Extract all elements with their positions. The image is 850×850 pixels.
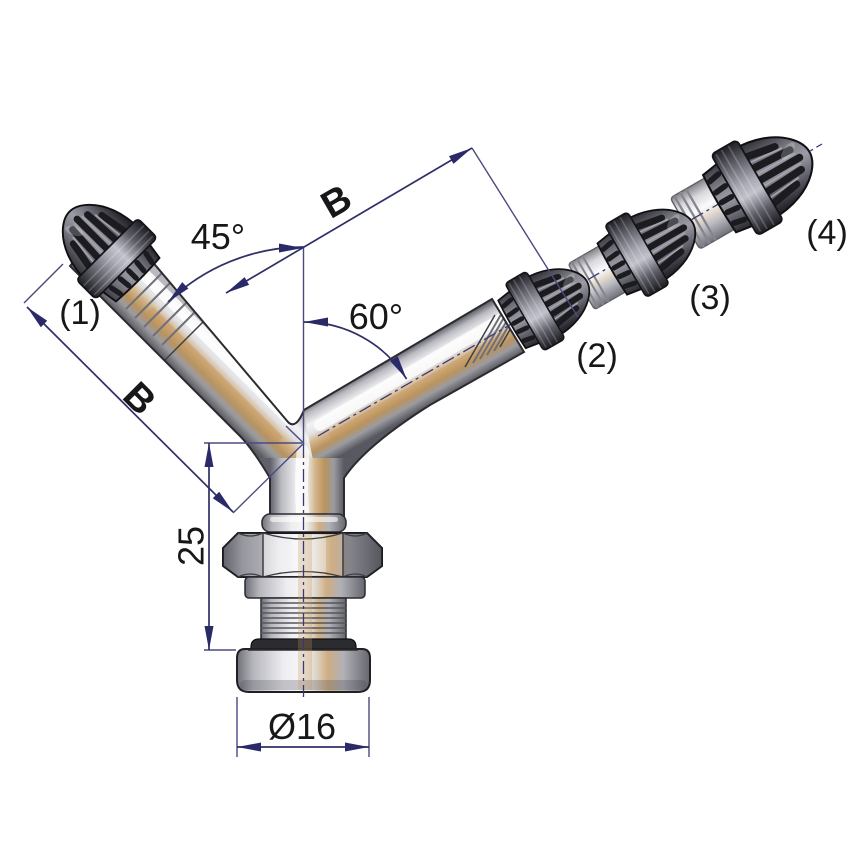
hex-chamfer-top <box>237 532 368 540</box>
part-label-4: (4) <box>806 214 848 252</box>
arrow-25-bottom <box>204 626 214 650</box>
top-b-dim-line <box>225 147 473 294</box>
arrow-dia16-left <box>237 742 261 752</box>
left-branch-thread-rings <box>125 264 207 346</box>
right-branch-shading <box>300 214 524 505</box>
arrow-60-left <box>304 317 328 327</box>
angle-60-label: 60° <box>349 296 403 337</box>
left-b-dim-line <box>26 306 234 513</box>
part-label-1: (1) <box>59 294 101 332</box>
part-label-3: (3) <box>689 279 731 317</box>
top-b-right-witness <box>471 147 579 318</box>
dimension-annotations: 45° 60° B B 25 Ø16 (1) (2) (3) (4) <box>23 147 848 757</box>
arrow-25-top <box>204 443 214 467</box>
witness-lines <box>23 147 579 757</box>
warm-reflection-stripe <box>298 534 312 690</box>
left-b-top-witness <box>23 263 64 304</box>
arrow-topb-right <box>449 148 472 164</box>
angle-45-label: 45° <box>191 216 245 257</box>
base-diameter-label: Ø16 <box>268 706 336 747</box>
hex-nut <box>222 532 383 578</box>
left-axis-witness-segment <box>285 425 304 444</box>
arrow-leftb-bottom <box>212 491 233 512</box>
arrow-60-right <box>390 356 407 379</box>
length-b-left-label: B <box>115 374 164 423</box>
valve-body-outline <box>68 212 526 517</box>
stem-height-25-label: 25 <box>171 526 212 566</box>
arrow-45-top <box>279 243 303 253</box>
length-b-top-label: B <box>314 177 359 227</box>
arrow-leftb-top <box>27 307 48 328</box>
left-b-bottom-witness <box>232 442 305 514</box>
arrow-45-bottom <box>168 282 189 302</box>
dimension-arrowheads <box>27 148 472 752</box>
valve-base-assembly <box>222 513 383 693</box>
hex-facet-lines <box>262 533 344 577</box>
left-branch-shading <box>70 214 328 516</box>
part-label-2: (2) <box>576 337 618 375</box>
arrow-topb-left <box>226 277 250 293</box>
arrow-dia16-right <box>345 742 369 752</box>
